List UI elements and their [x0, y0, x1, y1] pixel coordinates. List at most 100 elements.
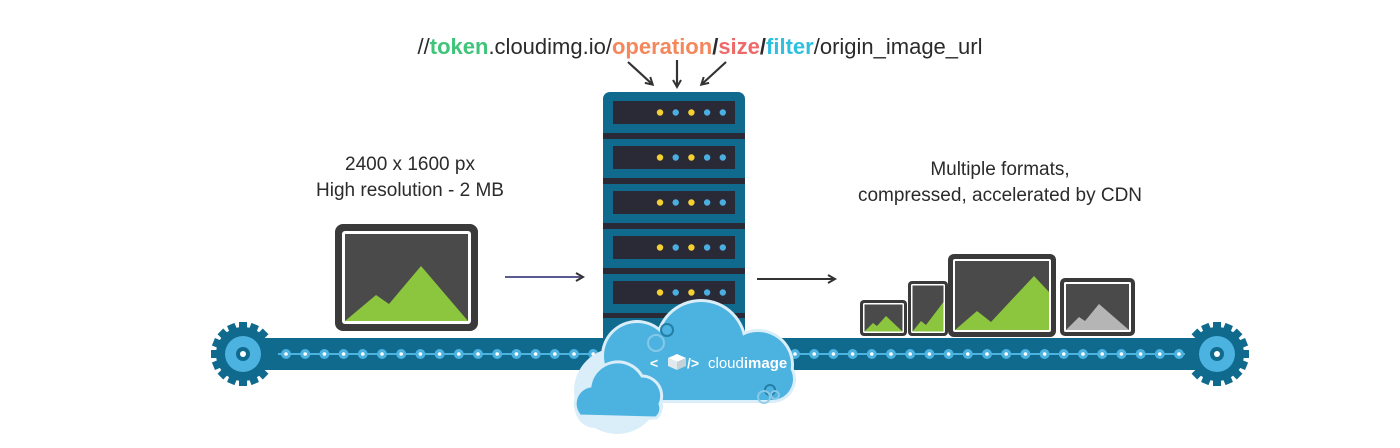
rack-divider [603, 223, 745, 229]
belt-link-hole [812, 352, 816, 356]
led-indicator-icon [703, 154, 711, 161]
url-filter: filter [766, 34, 814, 59]
gear-tooth [239, 322, 247, 330]
led-indicator-icon [656, 244, 664, 251]
belt-link-hole [322, 352, 327, 356]
belt-link-hole [341, 352, 346, 356]
led-indicator-icon [656, 109, 664, 116]
cube-logo-icon [668, 354, 686, 370]
led-indicator-icon [672, 199, 679, 206]
rack-divider [603, 133, 745, 139]
belt-link-hole [361, 352, 365, 356]
rack-divider [603, 178, 745, 184]
led-indicator-icon [672, 109, 679, 116]
gear-icon [647, 323, 780, 404]
belt-link-hole [966, 352, 970, 356]
url-suffix: /origin_image_url [813, 34, 983, 59]
belt-link-hole [437, 352, 442, 356]
output-description: compressed, accelerated by CDN [857, 185, 1143, 206]
belt-link-hole [1119, 352, 1124, 356]
gear-tooth [239, 378, 247, 386]
belt-link-hole [1081, 352, 1085, 356]
led-indicator-icon [719, 199, 726, 206]
image-thumbnail-grayscale [1060, 278, 1135, 336]
input-dimensions: 2400 x 1600 px [345, 154, 475, 175]
image-thumbnail-portrait [908, 281, 948, 336]
belt-link-hole [514, 352, 519, 356]
belt-link-hole [399, 352, 404, 356]
belt-link-hole [985, 352, 989, 356]
belt-link-hole [495, 352, 500, 356]
output-formats: Multiple formats, [930, 159, 1070, 180]
input-caption: 2400 x 1600 px High resolution - 2 MB [260, 152, 560, 204]
belt-link-hole [1042, 352, 1047, 356]
url-pattern: //token.cloudimg.io/operation/size/filte… [0, 34, 1400, 60]
led-indicator-icon [688, 154, 695, 161]
belt-link-hole [1023, 352, 1028, 356]
belt-link-hole [284, 352, 288, 356]
output-images [860, 254, 1135, 337]
belt-link-hole [908, 352, 912, 356]
belt-link-hole [1100, 352, 1104, 356]
url-slash: / [712, 34, 719, 59]
led-indicator-icon [656, 154, 664, 161]
belt-link-hole [553, 352, 557, 356]
led-indicator-icon [719, 154, 726, 161]
belt-link-hole [418, 352, 423, 356]
gear-tooth [1213, 322, 1221, 330]
gear-icon [1185, 322, 1249, 386]
led-indicator-icon [688, 244, 695, 251]
led-indicator-icon [672, 244, 679, 251]
url-size: size [718, 34, 760, 59]
cloud-icon: < /> cloudimage [573, 299, 796, 434]
belt-link-hole [572, 352, 576, 356]
server-rack [603, 92, 745, 352]
brand-name-light: cloud [708, 355, 744, 372]
belt-links [278, 349, 1185, 359]
belt-link-hole [831, 352, 836, 356]
arrow-icon [627, 61, 652, 84]
led-indicator-icon [656, 199, 664, 206]
image-thumbnail-large [948, 254, 1056, 337]
server-unit [613, 191, 735, 214]
belt-link-hole [870, 352, 874, 356]
url-arrows [627, 60, 727, 86]
led-indicator-icon [703, 244, 711, 251]
url-token: token [429, 34, 489, 59]
belt-link-hole [1158, 352, 1162, 356]
led-indicator-icon [656, 289, 664, 296]
led-indicator-icon [703, 109, 711, 116]
led-indicator-icon [672, 154, 679, 161]
led-indicator-icon [688, 199, 695, 206]
input-image-icon [335, 224, 478, 331]
server-unit [613, 236, 735, 259]
brand-name-bold: image [744, 355, 787, 372]
arrow-icon [702, 61, 727, 84]
led-indicator-icon [672, 289, 679, 296]
brand-left-bracket: < [650, 355, 658, 371]
belt-link-hole [457, 352, 461, 356]
belt-link-hole [476, 352, 480, 356]
image-thumbnail-small [860, 300, 907, 336]
gear-tooth [1213, 378, 1221, 386]
led-indicator-icon [719, 109, 726, 116]
input-size: High resolution - 2 MB [316, 180, 504, 201]
server-unit [613, 281, 735, 304]
output-caption: Multiple formats, compressed, accelerate… [820, 157, 1180, 209]
led-indicator-icon [688, 289, 695, 296]
belt-link-hole [380, 352, 384, 356]
brand-right-bracket: /> [687, 355, 699, 371]
belt-link-hole [1062, 352, 1066, 356]
led-indicator-icon [688, 109, 695, 116]
belt-link-hole [946, 352, 951, 356]
url-slash: / [759, 34, 767, 59]
led-indicator-icon [719, 244, 726, 251]
led-indicator-icon [703, 199, 711, 206]
belt-link-hole [533, 352, 538, 356]
belt-link-hole [850, 352, 855, 356]
url-operation: operation [611, 34, 713, 59]
belt-link-hole [1004, 352, 1008, 356]
led-indicator-icon [719, 289, 726, 296]
gear-icon [211, 322, 275, 386]
